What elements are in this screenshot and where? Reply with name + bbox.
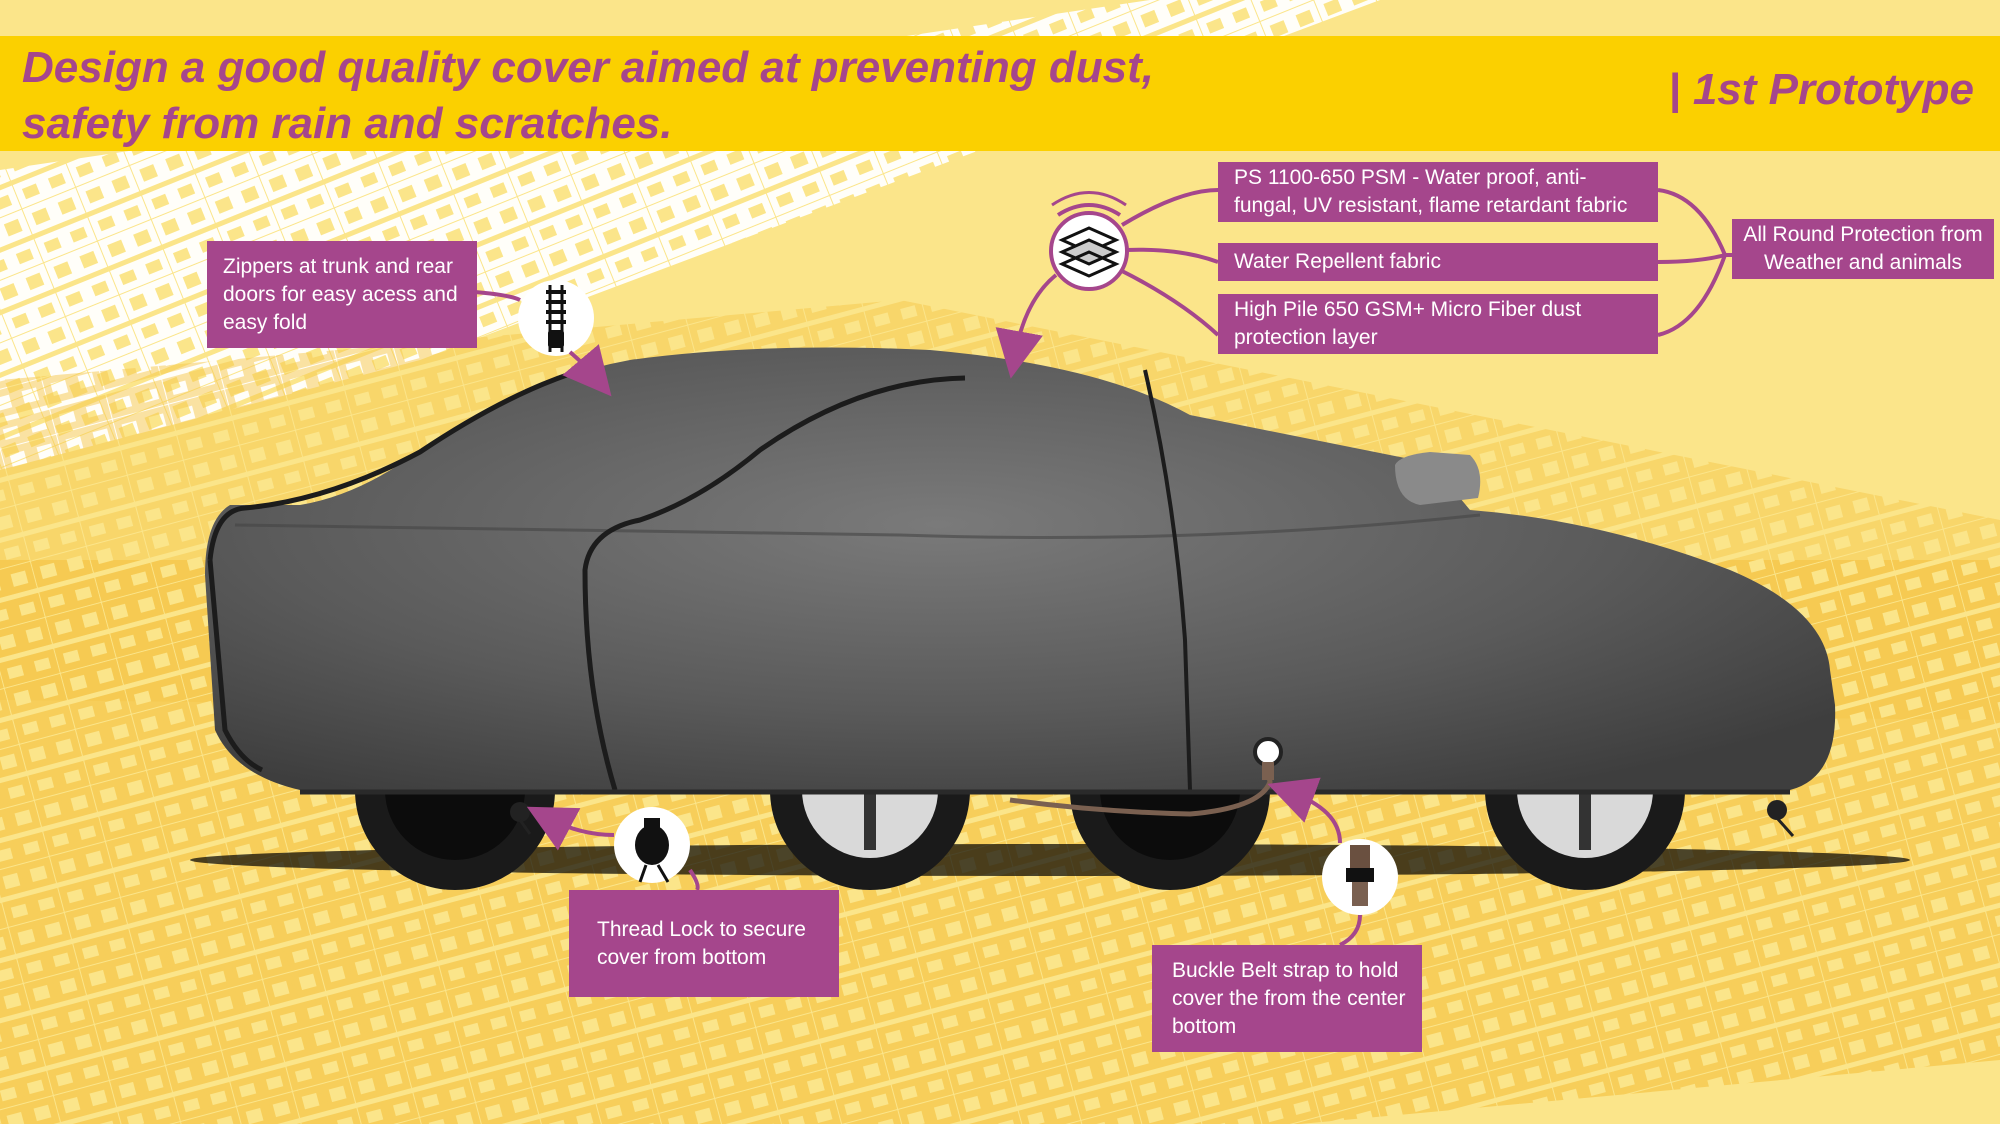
- fabric-layers-icon: [1049, 191, 1129, 291]
- zipper-icon: [518, 280, 594, 356]
- thread-lock-icon: [614, 807, 690, 883]
- side-mirror: [1395, 452, 1481, 505]
- zipper-seam-trunk-lower: [207, 559, 264, 773]
- title-banner: [0, 36, 2000, 151]
- car-cover: [205, 347, 1836, 790]
- label-all-round-protection-text: All Round Protection from Weather and an…: [1743, 223, 1983, 274]
- label-buckle-belt-text: Buckle Belt strap to hold cover the from…: [1172, 958, 1406, 1038]
- buckle-grommet: [1253, 737, 1283, 780]
- label-micro-fiber: High Pile 650 GSM+ Micro Fiber dust prot…: [1218, 294, 1658, 354]
- center-strap: [1009, 769, 1273, 817]
- connectors: [474, 188, 1732, 947]
- label-thread-lock-text: Thread Lock to secure cover from bottom: [597, 917, 806, 969]
- cover-belt-line: [234, 513, 1481, 539]
- label-water-repellent: Water Repellent fabric: [1218, 243, 1658, 281]
- label-fabric-ps: PS 1100-650 PSM - Water proof, anti-fung…: [1218, 162, 1658, 222]
- front-thread-lock-toggle: [1767, 800, 1795, 837]
- zipper-seam-pillar: [1143, 369, 1192, 791]
- page-subtitle: | 1st Prototype: [1668, 65, 1974, 114]
- label-all-round-protection: All Round Protection from Weather and an…: [1732, 219, 1994, 279]
- label-fabric-ps-text: PS 1100-650 PSM - Water proof, anti-fung…: [1234, 166, 1628, 217]
- zipper-seam-door: [582, 375, 966, 791]
- buckle-belt-icon: [1322, 839, 1398, 915]
- page-title: Design a good quality cover aimed at pre…: [22, 43, 1154, 148]
- label-buckle-belt: Buckle Belt strap to hold cover the from…: [1152, 945, 1422, 1052]
- label-zippers-text: Zippers at trunk and rear doors for easy…: [223, 254, 458, 334]
- label-water-repellent-text: Water Repellent fabric: [1234, 250, 1441, 273]
- label-thread-lock: Thread Lock to secure cover from bottom: [569, 890, 839, 997]
- label-micro-fiber-text: High Pile 650 GSM+ Micro Fiber dust prot…: [1234, 298, 1582, 349]
- zipper-seam-trunk: [207, 362, 601, 561]
- label-zippers: Zippers at trunk and rear doors for easy…: [207, 241, 477, 348]
